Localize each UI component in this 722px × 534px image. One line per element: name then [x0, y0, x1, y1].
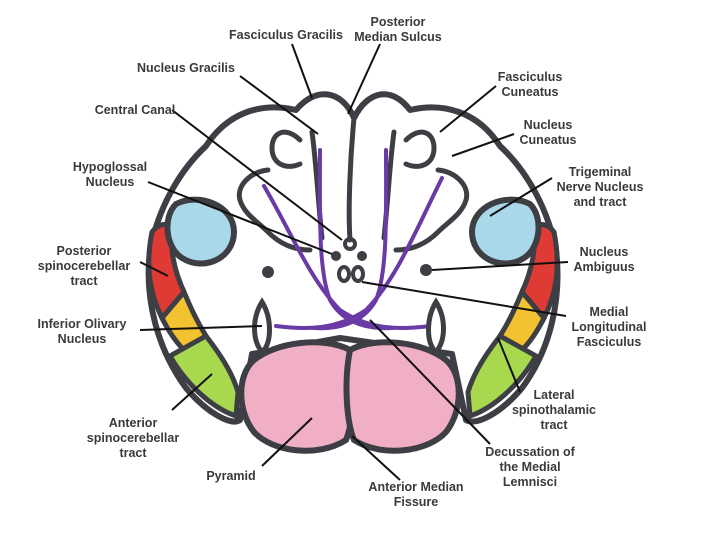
label-posterior-median-sulcus-line-2: Median Sulcus	[354, 30, 442, 44]
label-lateral-spino-line-3: tract	[540, 418, 568, 432]
label-inferior-olivary-line-2: Nucleus	[57, 332, 107, 346]
label-nucleus-ambiguus: Nucleus Ambiguus	[568, 245, 640, 275]
hypoglossal-nucleus-right	[357, 251, 367, 261]
label-anterior-spino-line-2: spinocerebellar	[86, 431, 180, 445]
nucleus-ambiguus-left	[262, 266, 274, 278]
anterior-spinocerebellar-tract-left	[166, 332, 241, 420]
label-anterior-spinocerebellar-tract: Anterior spinocerebellar tract	[78, 416, 188, 461]
label-posterior-spino-line-1: Posterior	[56, 244, 112, 258]
label-decussation-line-3: Lemnisci	[502, 475, 558, 489]
label-lateral-spino-line-1: Lateral	[533, 388, 575, 402]
label-mlf-line-3: Fasciculus	[576, 335, 642, 349]
pyramid-right	[343, 339, 462, 454]
leader-lines	[139, 43, 569, 481]
central-canal	[343, 237, 357, 251]
label-posterior-spino-line-3: tract	[70, 274, 98, 288]
mlf-left	[337, 265, 351, 283]
label-posterior-median-sulcus: Posterior Median Sulcus	[350, 15, 446, 45]
label-inferior-olivary-line-1: Inferior Olivary	[37, 317, 127, 331]
label-nucleus-gracilis: Nucleus Gracilis	[137, 61, 235, 75]
label-trigeminal-line-3: and tract	[573, 195, 627, 209]
label-posterior-spinocerebellar-tract: Posterior spinocerebellar tract	[30, 244, 138, 289]
label-hypoglossal-nucleus-line-1: Hypoglossal	[72, 160, 148, 174]
label-hypoglossal-nucleus: Hypoglossal Nucleus	[62, 160, 158, 190]
label-medial-longitudinal-fasciculus: Medial Longitudinal Fasciculus	[562, 305, 656, 350]
label-anterior-median-fissure-line-2: Fissure	[393, 495, 439, 509]
label-anterior-spino-line-3: tract	[119, 446, 147, 460]
label-fasciculus-gracilis: Fasciculus Gracilis	[229, 28, 343, 42]
label-trigeminal-line-2: Nerve Nucleus	[556, 180, 644, 194]
label-trigeminal-nerve-nucleus: Trigeminal Nerve Nucleus and tract	[550, 165, 650, 210]
label-posterior-spino-line-2: spinocerebellar	[37, 259, 131, 273]
posterior-spinocerebellar-tract-left	[146, 222, 187, 323]
label-fasciculus-cuneatus: Fasciculus Cuneatus	[490, 70, 570, 100]
label-trigeminal-line-1: Trigeminal	[568, 165, 632, 179]
pyramid-left	[238, 339, 357, 454]
inferior-olivary-nucleus-right	[426, 297, 446, 356]
medial-lemniscus-fibers	[262, 148, 444, 331]
label-nucleus-cuneatus-line-1: Nucleus	[523, 118, 573, 132]
label-posterior-median-sulcus-line-1: Posterior	[370, 15, 426, 29]
label-pyramid: Pyramid	[206, 469, 256, 483]
label-decussation-line-1: Decussation of	[485, 445, 575, 459]
label-decussation-medial-lemnisci: Decussation of the Medial Lemnisci	[478, 445, 582, 490]
label-lateral-spinothalamic-tract: Lateral spinothalamic tract	[502, 388, 606, 433]
label-decussation-line-2: the Medial	[499, 460, 561, 474]
posterior-median-sulcus-line	[346, 115, 357, 243]
nucleus-gracilis-outline	[269, 129, 437, 241]
nucleus-cuneatus-outline	[236, 167, 470, 253]
label-inferior-olivary-nucleus: Inferior Olivary Nucleus	[24, 317, 140, 347]
trigeminal-nucleus-right	[468, 196, 542, 267]
hypoglossal-nucleus-left	[331, 251, 341, 261]
label-fasciculus-cuneatus-line-2: Cuneatus	[501, 85, 559, 99]
label-central-canal: Central Canal	[94, 103, 176, 117]
anterior-spinocerebellar-tract-right	[465, 332, 540, 420]
label-fasciculus-cuneatus-line-1: Fasciculus	[497, 70, 563, 84]
label-anterior-median-fissure: Anterior Median Fissure	[364, 480, 468, 510]
label-nucleus-ambiguus-line-2: Ambiguus	[573, 260, 635, 274]
label-hypoglossal-nucleus-line-2: Nucleus	[85, 175, 135, 189]
trigeminal-nucleus-left	[164, 196, 238, 267]
label-lateral-spino-line-2: spinothalamic	[511, 403, 597, 417]
nucleus-ambiguus-right	[420, 264, 432, 276]
label-mlf-line-1: Medial	[589, 305, 629, 319]
label-nucleus-ambiguus-line-1: Nucleus	[579, 245, 629, 259]
label-anterior-spino-line-1: Anterior	[108, 416, 158, 430]
label-mlf-line-2: Longitudinal	[571, 320, 647, 334]
posterior-spinocerebellar-tract-right	[519, 222, 560, 323]
label-anterior-median-fissure-line-1: Anterior Median	[368, 480, 464, 494]
label-nucleus-cuneatus: Nucleus Cuneatus	[512, 118, 584, 148]
label-nucleus-cuneatus-line-2: Cuneatus	[519, 133, 577, 147]
mlf-right	[351, 265, 365, 283]
